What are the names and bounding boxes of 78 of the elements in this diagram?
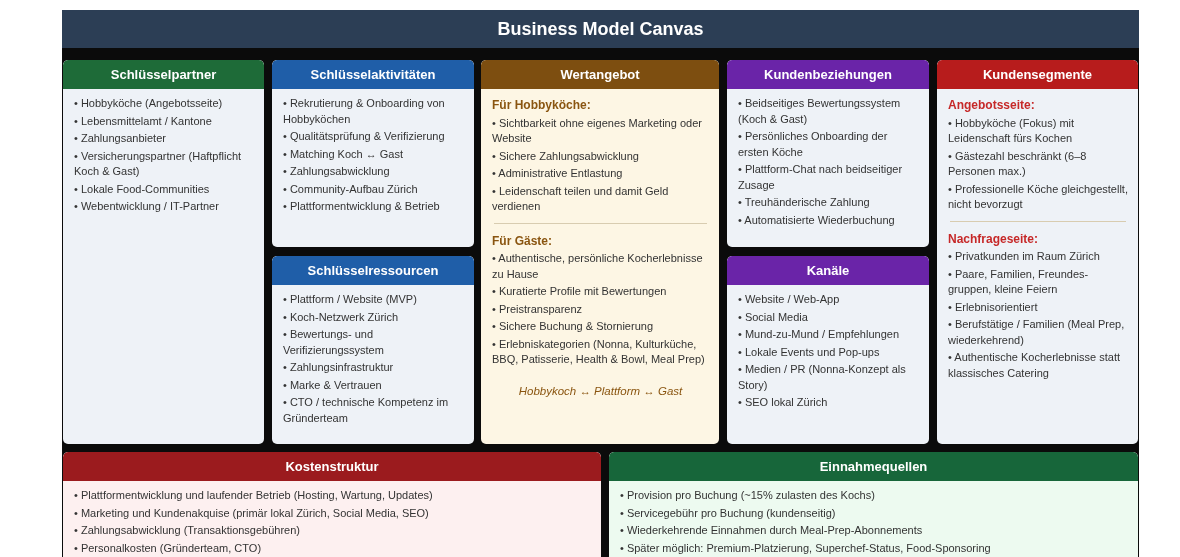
bullet-item: • Privatkunden im Raum Zürich [948, 249, 1101, 264]
title-bar: Business Model Canvas [62, 10, 1139, 48]
bullet-item: • Automatisierte Wiederbuchung [738, 212, 896, 228]
bullet-item: • Rekrutierung & Onboarding von Hobbyköchen [283, 96, 446, 127]
bullet-item: • Beidseitiges Bewertungssystem (Koch & Gast) [738, 96, 902, 127]
panel-heading: Schlüsselressourcen [272, 256, 474, 285]
bullet-item: • Bewertungs- und Verifizierungssystem [283, 327, 385, 358]
bullet-item: • Preistransparenz [492, 301, 584, 317]
bullet-item: • Persönliches Onboarding der ersten Köche [738, 129, 889, 160]
canvas-panel [63, 452, 601, 557]
bullet-item: • Website / Web-App [738, 292, 841, 307]
bullet-item: • Social Media [738, 309, 809, 325]
bullet-item: • Authentische Kocherlebnisse statt klassisches Catering [948, 350, 1121, 381]
bullet-item: • Erlebniskategorien (Nonna, Kulturküche, BBQ, Patisserie, Health & Bowl, Meal Prep) [492, 336, 706, 367]
bullet-item: • CTO / technische Kompetenz im Gründerteam [283, 395, 450, 426]
panel-heading: Kostenstruktur [63, 452, 601, 481]
section-heading: Angebotsseite: [948, 98, 1036, 114]
canvas-panel [727, 256, 929, 444]
bullet-item: • Plattform / Website (MVP) [283, 292, 418, 307]
bullet-item: • Zahlungsabwicklung (Transaktionsgebühren) [74, 523, 301, 538]
bullet-item: • Lokale Food-Communities [74, 181, 211, 197]
bullet-item: • Community-Aufbau Zürich [283, 181, 419, 197]
bullet-item: • Servicegebühr pro Buchung (kundenseitig) [620, 505, 837, 521]
bullet-item: • Sichere Zahlungsabwicklung [492, 148, 640, 164]
panel-heading: Kundenbeziehungen [727, 60, 929, 89]
canvas-panel [272, 60, 474, 247]
bullet-item: • Plattform-Chat nach beidseitiger Zusage [738, 162, 904, 193]
bullet-item: • Paare, Familien, Freundes-gruppen, kleine Feiern [948, 266, 1090, 297]
bullet-item: • Medien / PR (Nonna-Konzept als Story) [738, 362, 907, 393]
bullet-item: • Treuhänderische Zahlung [738, 195, 871, 210]
canvas-panel [63, 60, 264, 444]
panel-heading: Wertangebot [481, 60, 719, 89]
bullet-item: • SEO lokal Zürich [738, 395, 829, 410]
canvas-panel [727, 60, 929, 247]
bullet-item: • Sichere Buchung & Stornierung [492, 319, 654, 334]
bullet-item: • Berufstätige / Familien (Meal Prep, wiederkehrend) [948, 317, 1126, 348]
panel-heading: Schlüsselaktivitäten [272, 60, 474, 89]
bullet-item: • Marke & Vertrauen [283, 377, 383, 393]
bullet-item: • Lokale Events und Pop-ups [738, 344, 881, 360]
bullet-item: • Wiederkehrende Einnahmen durch Meal-Prep-Abonnements [620, 523, 924, 538]
bullet-item: • Marketing und Kundenakquise (primär lokal Zürich, Social Media, SEO) [74, 505, 430, 521]
canvas-panel [272, 256, 474, 444]
bullet-item: • Hobbyköche (Fokus) mit Leidenschaft fürs Kochen [948, 115, 1076, 146]
panel-heading: Kanäle [727, 256, 929, 285]
bullet-item: • Gästezahl beschränkt (6–8 Personen max.) [948, 148, 1088, 179]
bullet-item: • Matching Koch ↔ Gast [283, 146, 404, 162]
bullet-item: • Zahlungsanbieter [74, 131, 167, 146]
bullet-item: • Später möglich: Premium-Platzierung, Superchef-Status, Food-Sponsoring [620, 540, 992, 556]
bullet-item: • Professionelle Köche gleichgestellt, nicht bevorzugt [948, 181, 1128, 212]
bullet-item: • Sichtbarkeit ohne eigenes Marketing oder Website [492, 115, 703, 146]
bullet-item: • Qualitätsprüfung & Verifizierung [283, 129, 446, 144]
bullet-item: • Zahlungsinfrastruktur [283, 360, 395, 375]
section-heading: Für Hobbyköche: [492, 98, 592, 114]
bullet-item: • Kuratierte Profile mit Bewertungen [492, 284, 668, 299]
bullet-item: • Plattformentwicklung und laufender Betrieb (Hosting, Wartung, Updates) [74, 488, 434, 503]
canvas-panel [609, 452, 1138, 557]
bullet-item: • Hobbyköche (Angebotsseite) [74, 96, 224, 111]
panel-heading: Kundensegmente [937, 60, 1138, 89]
section-heading: Nachfrageseite: [948, 231, 1040, 247]
bullet-item: • Authentische, persönliche Kocherlebnisse zu Hause [492, 251, 704, 282]
bullet-item: • Erlebnisorientiert [948, 299, 1039, 315]
bullet-item: • Administrative Entlastung [492, 166, 624, 181]
canvas-panel [937, 60, 1138, 444]
flow-text: Hobbykoch ↔ Plattform ↔ Gast [517, 383, 684, 399]
bullet-item: • Personalkosten (Gründerteam, CTO) [74, 540, 263, 556]
bullet-item: • Mund-zu-Mund / Empfehlungen [738, 327, 900, 342]
panel-heading: Schlüsselpartner [63, 60, 264, 89]
bullet-item: • Lebensmittelamt / Kantone [74, 113, 213, 129]
bullet-item: • Versicherungspartner (Haftpflicht Koch & Gast) [74, 148, 243, 179]
bullet-item: • Zahlungsabwicklung [283, 164, 391, 179]
canvas-panel [481, 60, 719, 444]
bullet-item: • Koch-Netzwerk Zürich [283, 309, 400, 325]
bullet-item: • Plattformentwicklung & Betrieb [283, 199, 441, 214]
bullet-item: • Provision pro Buchung (~15% zulasten des Kochs) [620, 488, 876, 503]
bullet-item: • Leidenschaft teilen und damit Geld verdienen [492, 183, 670, 214]
panel-heading: Einnahmequellen [609, 452, 1138, 481]
section-heading: Für Gäste: [492, 233, 553, 249]
bullet-item: • Webentwicklung / IT-Partner [74, 199, 220, 214]
